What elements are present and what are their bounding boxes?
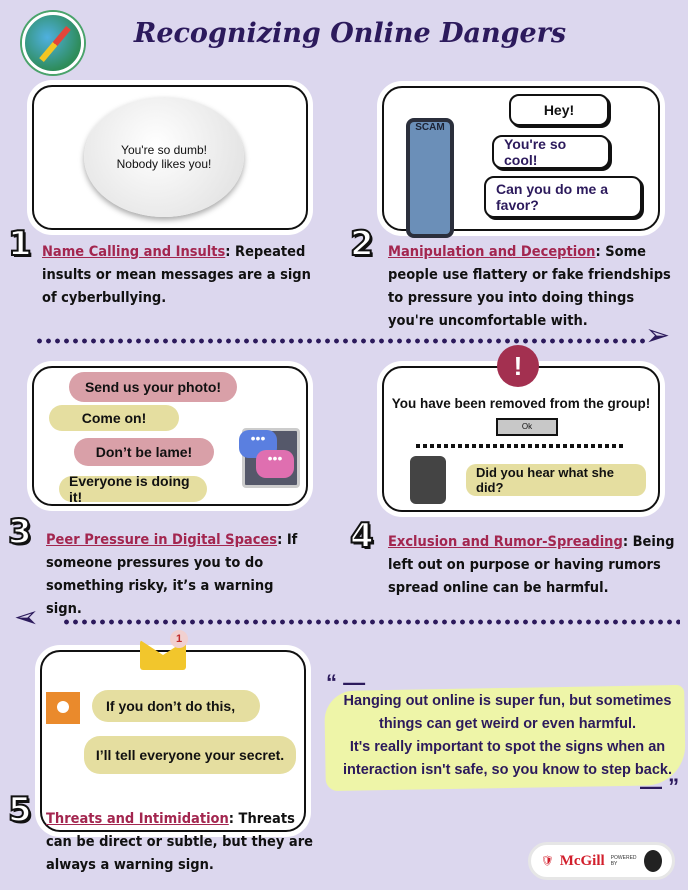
section-text: : Some people use flattery or fake frien… [388,244,671,329]
panel-name-calling: You're so dumb! Nobody likes you! [32,85,308,230]
open-quote: “ [326,670,337,695]
phone-hands-icon [410,456,446,504]
mcgill-crest-icon: 🛡 [541,855,554,867]
phone-icon: SCAM [406,118,454,238]
section-text: : Being left out on purpose or having ru… [388,534,675,596]
paper-plane-icon: ➢ [645,319,671,352]
section-text: : If someone pressures you to do somethi… [46,532,298,617]
chat-bubble: Did you hear what she did? [466,464,646,496]
section-number: 5 [7,789,33,831]
notification-badge: 1 [170,630,188,648]
speech-bubble: You're so dumb! Nobody likes you! [84,97,244,217]
mcgill-logo-text: McGill [559,852,605,869]
section-description: Name Calling and Insults: Repeated insul… [42,241,322,310]
chat-bubble: Everyone is doing it! [59,473,207,505]
chat-bubble: Can you do me a favor? [484,176,642,218]
chat-bubble: I’ll tell everyone your secret. [84,736,296,774]
section-text: : Threats can be direct or subtle, but t… [46,811,313,873]
chat-bubble: You're so cool! [492,135,610,169]
user-icon [46,692,80,724]
dashed-divider [416,444,626,448]
scam-label: SCAM [410,122,450,234]
section-number: 2 [349,223,375,265]
section-description: Manipulation and Deception: Some people … [388,241,683,333]
close-quote-icon: — ” [640,774,680,799]
quote-line: Hanging out online is super fun, but som… [343,693,672,732]
dotted-divider [35,338,647,344]
section-number: 3 [7,511,33,553]
partner-logo [644,850,662,872]
section-heading: Peer Pressure in Digital Spaces [46,532,278,548]
powered-by-label: POWERED BY [610,855,637,867]
panel-manipulation: SCAM Hey! You're so cool! Can you do me … [382,86,660,238]
dotted-divider [62,619,680,625]
section-text: : Repeated insults or mean messages are … [42,244,311,306]
quote-line: It's really important to spot the signs … [343,739,672,778]
alert-icon: ! [497,345,539,387]
section-heading: Threats and Intimidation [46,811,229,827]
compass-icon [39,25,71,63]
section-description: Peer Pressure in Digital Spaces: If some… [46,529,308,621]
section-heading: Exclusion and Rumor-Spreading [388,534,623,550]
chat-bubble: Come on! [49,405,179,431]
panel-threats: If you don’t do this, I’ll tell everyone… [40,650,306,832]
chat-bubble: If you don’t do this, [92,690,260,722]
chat-bubble: Send us your photo! [69,372,237,402]
chat-bubble: Hey! [509,94,609,126]
logo [22,12,84,74]
section-number: 4 [349,515,375,557]
panel-peer-pressure: Send us your photo! Come on! Don’t be la… [32,366,308,506]
dialog-message: You have been removed from the group! [391,396,651,411]
ok-button[interactable]: Ok [496,418,558,436]
close-quote: ” [668,774,680,799]
mcgill-badge: 🛡 McGill POWERED BY [528,842,675,880]
panel-exclusion: You have been removed from the group! Ok… [382,366,660,512]
section-number: 1 [7,223,33,265]
section-heading: Name Calling and Insults [42,244,226,260]
open-quote-icon: “ — [326,670,366,695]
section-description: Exclusion and Rumor-Spreading: Being lef… [388,531,678,600]
chat-icon: ••• [256,450,294,478]
chat-bubble: Don’t be lame! [74,438,214,466]
section-description: Threats and Intimidation: Threats can be… [46,808,316,877]
paper-plane-icon: ➢ [14,601,40,634]
page-title: Recognizing Online Dangers [133,18,567,49]
quote-text: Hanging out online is super fun, but som… [335,690,680,782]
section-heading: Manipulation and Deception [388,244,596,260]
